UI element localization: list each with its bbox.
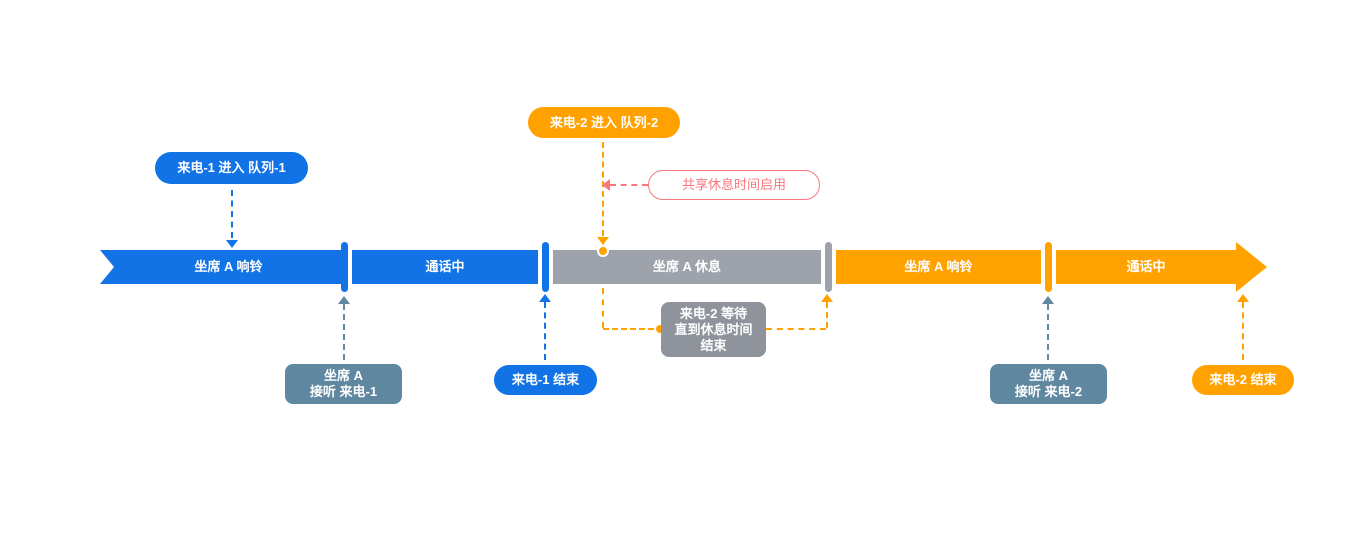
dashed-line [602,288,604,328]
arrow-down-icon [226,240,238,248]
dashed-line [231,190,233,238]
arrow-up-icon [1237,294,1249,302]
timeline-divider [825,242,832,292]
dashed-line [544,302,546,360]
dashed-line [826,302,828,328]
timeline-divider [1045,242,1052,292]
callout-call2-enters-queue2: 来电-2 进入 队列-2 [528,107,680,138]
timeline-segment-in-call-1: 通话中 [352,250,538,284]
callout-shared-break-enabled: 共享休息时间启用 [648,170,820,200]
timeline-segment-in-call-2: 通话中 [1056,250,1236,284]
arrow-up-icon [539,294,551,302]
arrow-left-icon [602,179,610,191]
arrow-up-icon [821,294,833,302]
dashed-line [603,328,654,330]
callout-call2-ends: 来电-2 结束 [1192,365,1294,395]
dashed-line [1242,302,1244,360]
dashed-line [610,184,648,186]
callout-call1-enters-queue1: 来电-1 进入 队列-1 [155,152,308,184]
event-dot [597,245,609,257]
arrow-down-icon [597,237,609,245]
callout-agent-a-answers-call1: 坐席 A 接听 来电-1 [285,364,402,404]
callout-call2-waits-until-break-ends: 来电-2 等待 直到休息时间 结束 [661,302,766,357]
callout-agent-a-answers-call2: 坐席 A 接听 来电-2 [990,364,1107,404]
timeline-segment-agent-a-break: 坐席 A 休息 [553,250,821,284]
callout-call1-ends: 来电-1 结束 [494,365,597,395]
dashed-line [766,328,826,330]
timeline-end-arrow-icon [1236,242,1267,292]
timeline-divider [341,242,348,292]
timeline-divider [542,242,549,292]
timeline-segment-agent-a-ringing-2: 坐席 A 响铃 [836,250,1041,284]
dashed-line [1047,304,1049,360]
dashed-line [343,304,345,360]
arrow-up-icon [338,296,350,304]
timeline-segment-agent-a-ringing-1: 坐席 A 响铃 [100,250,347,284]
arrow-up-icon [1042,296,1054,304]
